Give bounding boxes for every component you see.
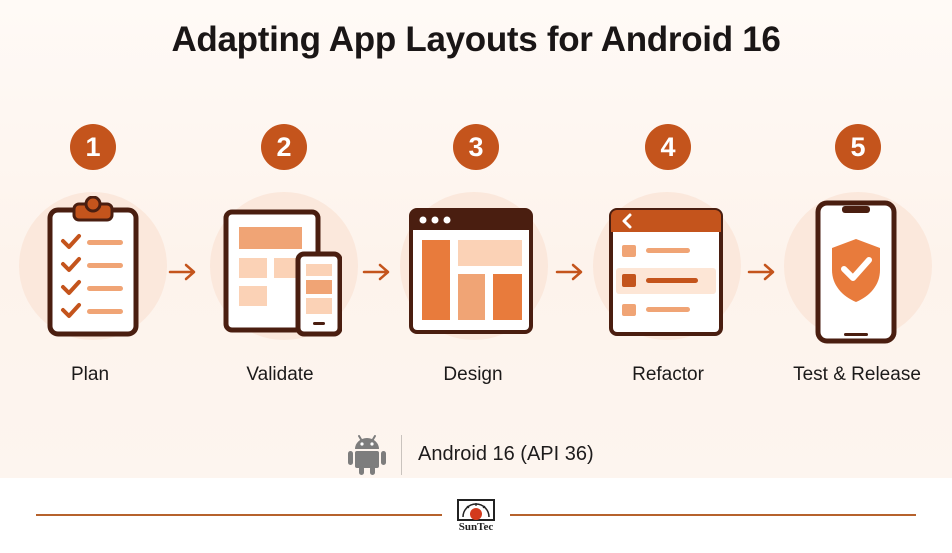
platform-divider [401,435,402,475]
step-5-number: 5 [835,124,881,170]
step-4-number: 4 [645,124,691,170]
step-4-label: Refactor [632,364,704,385]
suntec-logo-mark-icon [457,499,495,521]
arrow-right-icon [362,263,390,281]
step-3-number: 3 [453,124,499,170]
step-3-label: Design [443,364,503,385]
app-list-screen-icon [609,208,723,336]
footer-rule-right [510,514,916,516]
step-1-label: Plan [70,364,110,385]
logo-text: SunTec [458,521,494,533]
step-5-label: Test & Release [793,364,921,385]
tablet-phone-icon [223,209,342,337]
step-2-label: Validate [246,364,314,385]
arrow-right-icon [555,263,583,281]
android-robot-icon [348,435,386,475]
phone-shield-check-icon [815,200,897,344]
arrow-right-icon [747,263,775,281]
step-1-number: 1 [70,124,116,170]
step-2-number: 2 [261,124,307,170]
page-title: Adapting App Layouts for Android 16 [171,20,781,59]
browser-layout-icon [409,208,533,334]
clipboard-checklist-icon [47,196,139,337]
platform-version: Android 16 (API 36) [418,443,594,465]
arrow-right-icon [168,263,196,281]
footer-rule-left [36,514,442,516]
suntec-logo: SunTec [452,499,500,535]
